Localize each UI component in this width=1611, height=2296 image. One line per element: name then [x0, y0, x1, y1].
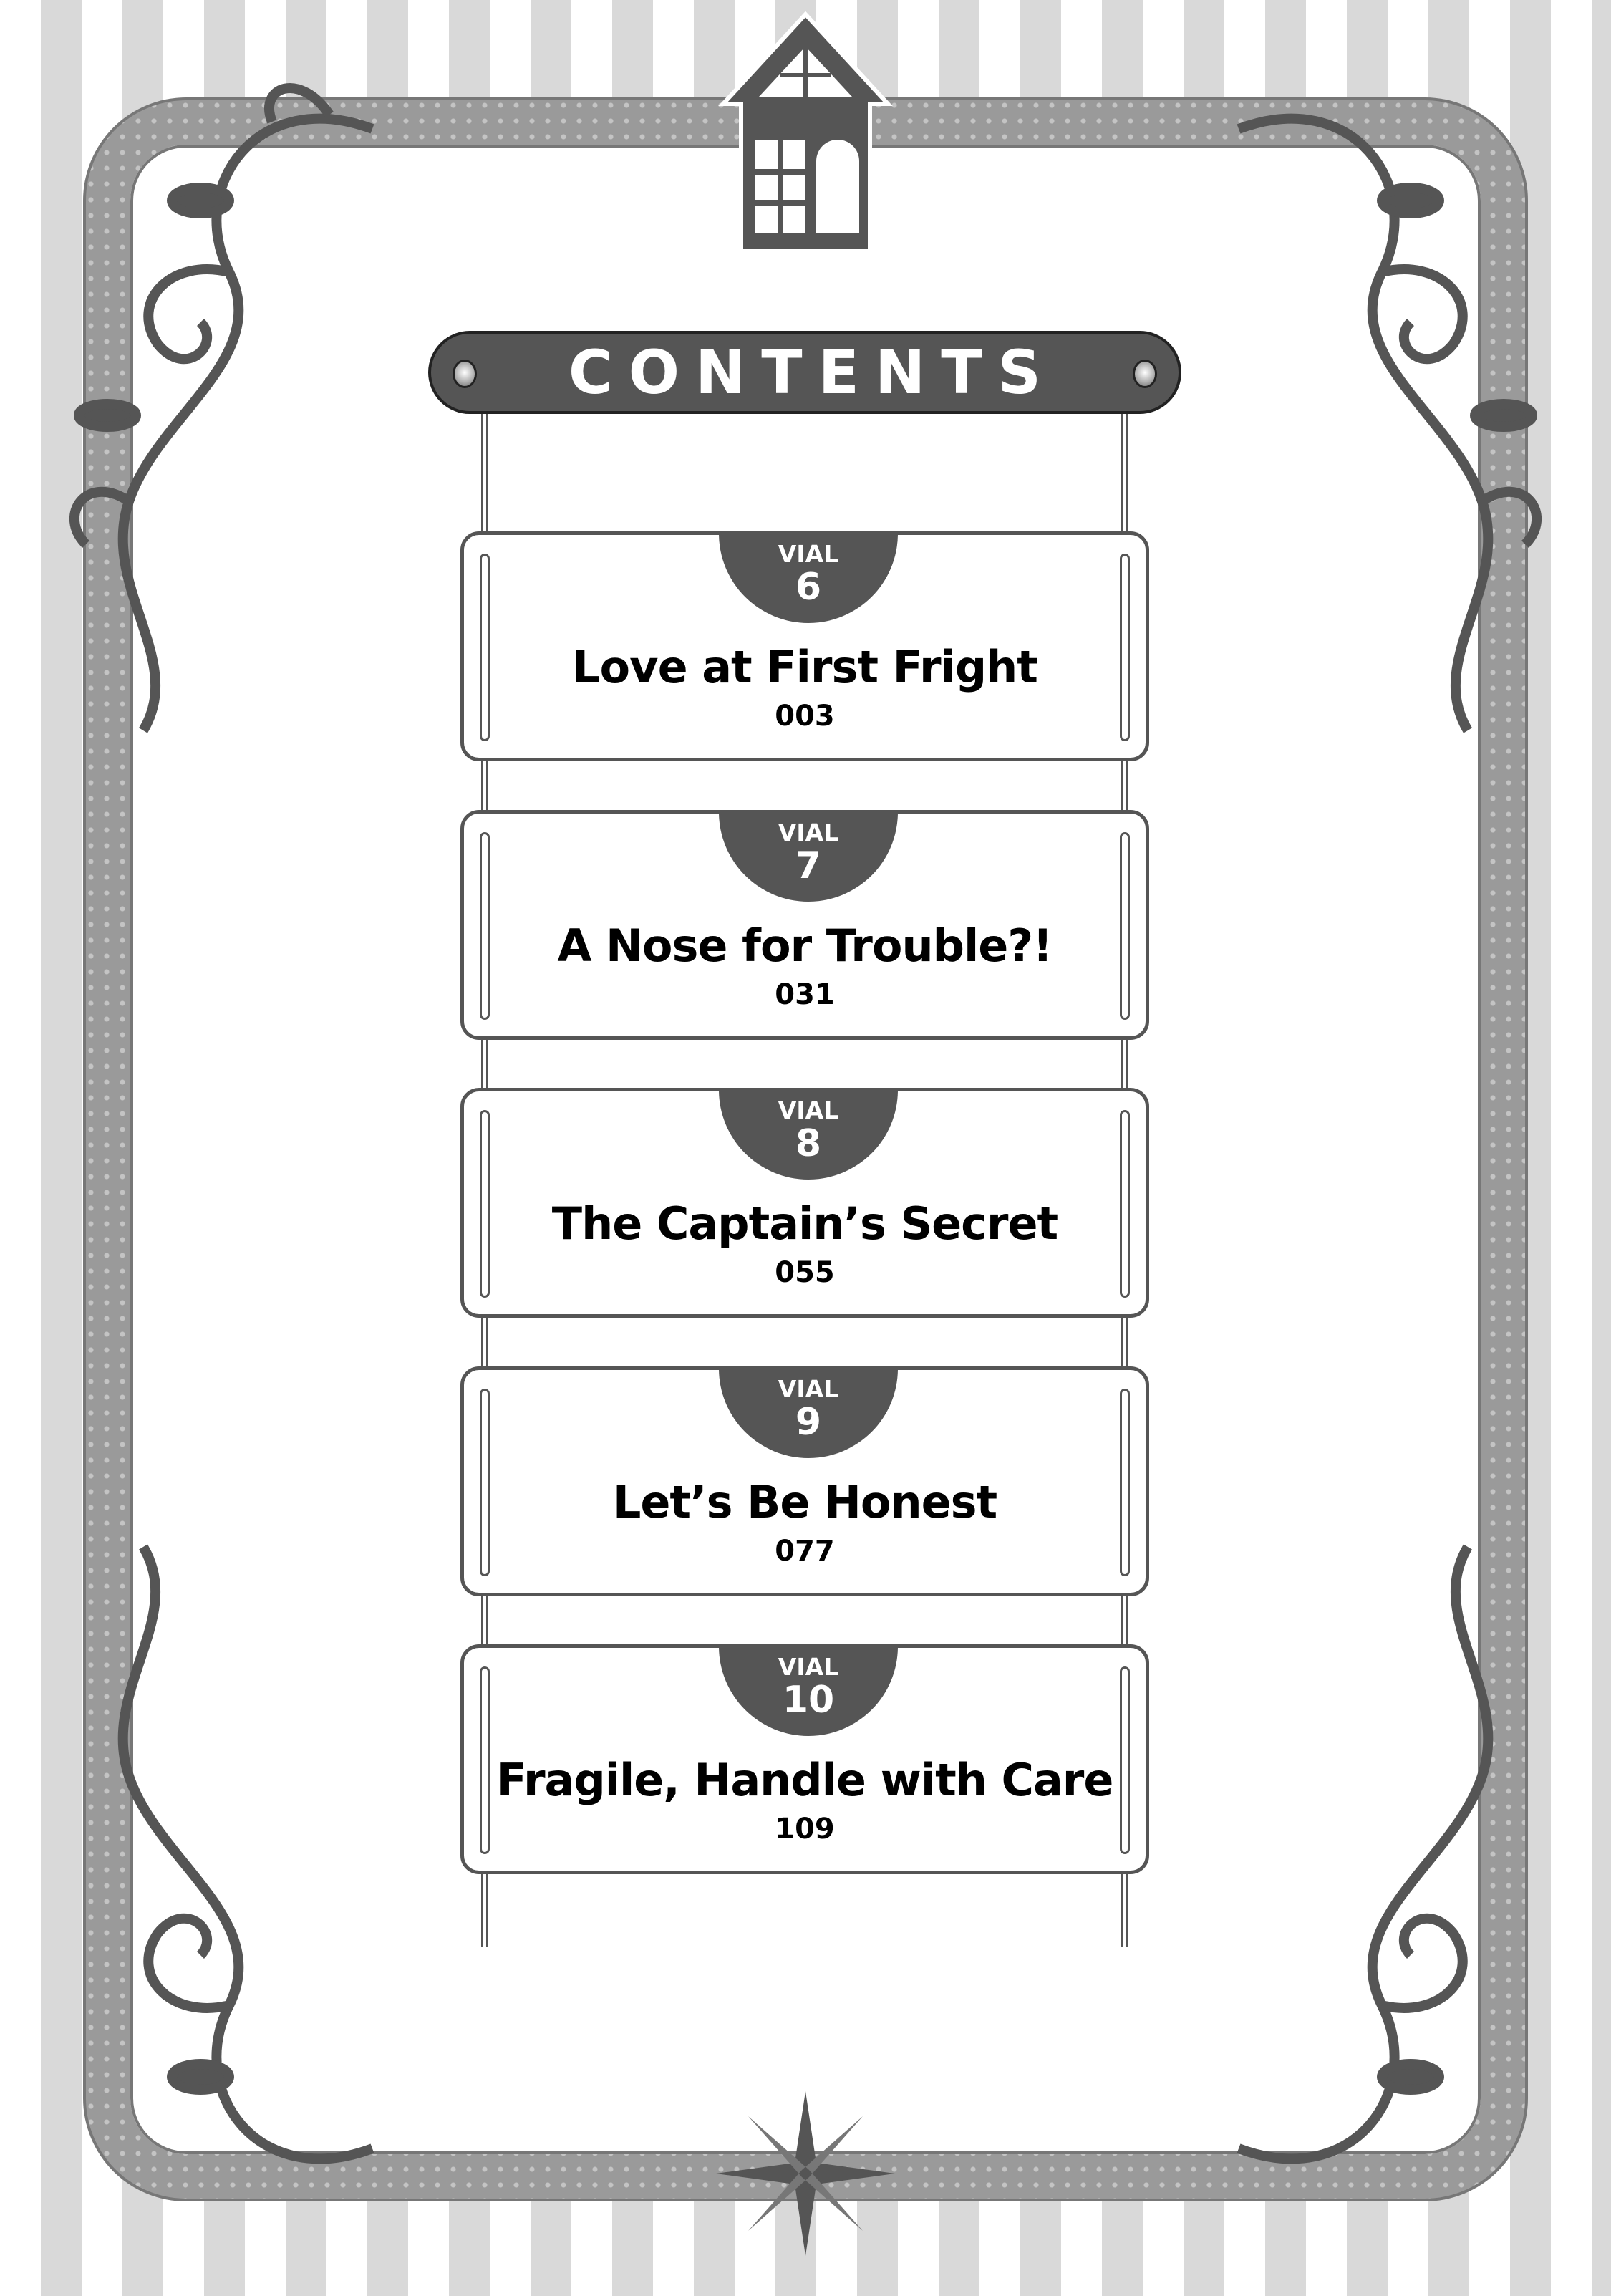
chapter-entry[interactable]: VIAL 10 Fragile, Handle with Care 109 [460, 1644, 1149, 1874]
compass-star-icon [716, 2091, 895, 2256]
card-slot [480, 1389, 490, 1576]
card-slot [1120, 1666, 1130, 1854]
chapter-entry[interactable]: VIAL 7 A Nose for Trouble?! 031 [460, 810, 1149, 1040]
chapter-page-number: 003 [775, 700, 835, 733]
house-icon [718, 11, 893, 253]
vial-badge: VIAL 9 [719, 1370, 898, 1458]
vine-ornament-bottom-left-icon [117, 1544, 374, 2164]
rivet-icon [453, 360, 477, 388]
vial-label: VIAL [778, 540, 839, 568]
chapter-entry[interactable]: VIAL 8 The Captain’s Secret 055 [460, 1088, 1149, 1318]
vial-badge: VIAL 6 [719, 535, 898, 623]
vial-label: VIAL [778, 1096, 839, 1124]
chapter-page-number: 055 [775, 1256, 835, 1289]
vial-label: VIAL [778, 1653, 839, 1681]
chapter-page-number: 109 [775, 1813, 835, 1846]
vial-badge: VIAL 10 [719, 1648, 898, 1736]
rivet-icon [1133, 360, 1157, 388]
chapter-title: A Nose for Trouble?! [557, 920, 1053, 972]
vial-number: 8 [795, 1122, 822, 1165]
vine-ornament-bottom-right-icon [1237, 1544, 1494, 2164]
chapter-entry[interactable]: VIAL 9 Let’s Be Honest 077 [460, 1366, 1149, 1596]
vial-number: 10 [782, 1679, 835, 1722]
vine-ornament-top-right-icon [1237, 113, 1542, 733]
card-slot [480, 1110, 490, 1298]
contents-title: CONTENTS [568, 337, 1058, 407]
vial-number: 6 [795, 566, 822, 609]
chapter-page-number: 077 [775, 1535, 835, 1568]
chapter-title: The Captain’s Secret [551, 1197, 1058, 1250]
card-slot [1120, 1110, 1130, 1298]
card-slot [480, 832, 490, 1020]
chapter-title: Love at First Fright [572, 641, 1038, 693]
card-slot [480, 554, 490, 741]
chapter-page-number: 031 [775, 978, 835, 1011]
vial-number: 9 [795, 1401, 822, 1444]
contents-header-plate: CONTENTS [428, 331, 1181, 414]
card-slot [1120, 832, 1130, 1020]
chapter-title: Let’s Be Honest [612, 1476, 997, 1528]
vial-number: 7 [795, 844, 822, 887]
vial-label: VIAL [778, 819, 839, 846]
vial-label: VIAL [778, 1375, 839, 1403]
vial-badge: VIAL 7 [719, 814, 898, 902]
card-slot [1120, 1389, 1130, 1576]
card-slot [1120, 554, 1130, 741]
vine-ornament-top-left-icon [69, 83, 374, 733]
chapter-entry[interactable]: VIAL 6 Love at First Fright 003 [460, 531, 1149, 761]
card-slot [480, 1666, 490, 1854]
vial-badge: VIAL 8 [719, 1091, 898, 1180]
chapter-title: Fragile, Handle with Care [496, 1754, 1114, 1806]
